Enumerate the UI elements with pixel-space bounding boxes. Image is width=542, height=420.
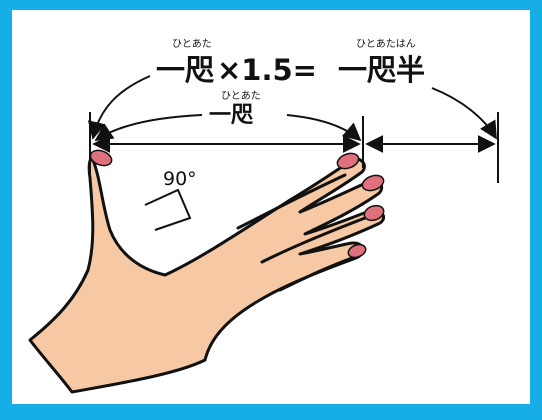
formula-ruby-right: ひとあたはん (356, 38, 416, 50)
ring-nail (363, 204, 385, 222)
formula-operator: ×1.5= (217, 53, 317, 87)
formula-left: 一咫 (156, 53, 215, 87)
inner-arc-right (286, 114, 362, 142)
outer-arc-right (431, 87, 497, 140)
inner-label: 一咫 (209, 103, 254, 128)
hand-outline (28, 156, 386, 394)
finger-line-3 (278, 256, 354, 292)
inner-arc-left (94, 114, 203, 141)
pinky-nail (347, 243, 367, 259)
finger-line-2 (260, 216, 367, 264)
formula-ruby-left: ひとあた (172, 38, 212, 50)
angle-label: 90° (163, 168, 197, 190)
index-nail (336, 152, 360, 170)
finger-line-1 (236, 173, 347, 230)
hand-illustration (28, 149, 386, 394)
formula-right: 一咫半 (338, 53, 425, 87)
inner-ruby: ひとあた (221, 90, 261, 102)
right-angle-marker (144, 188, 192, 231)
middle-nail (361, 174, 385, 192)
